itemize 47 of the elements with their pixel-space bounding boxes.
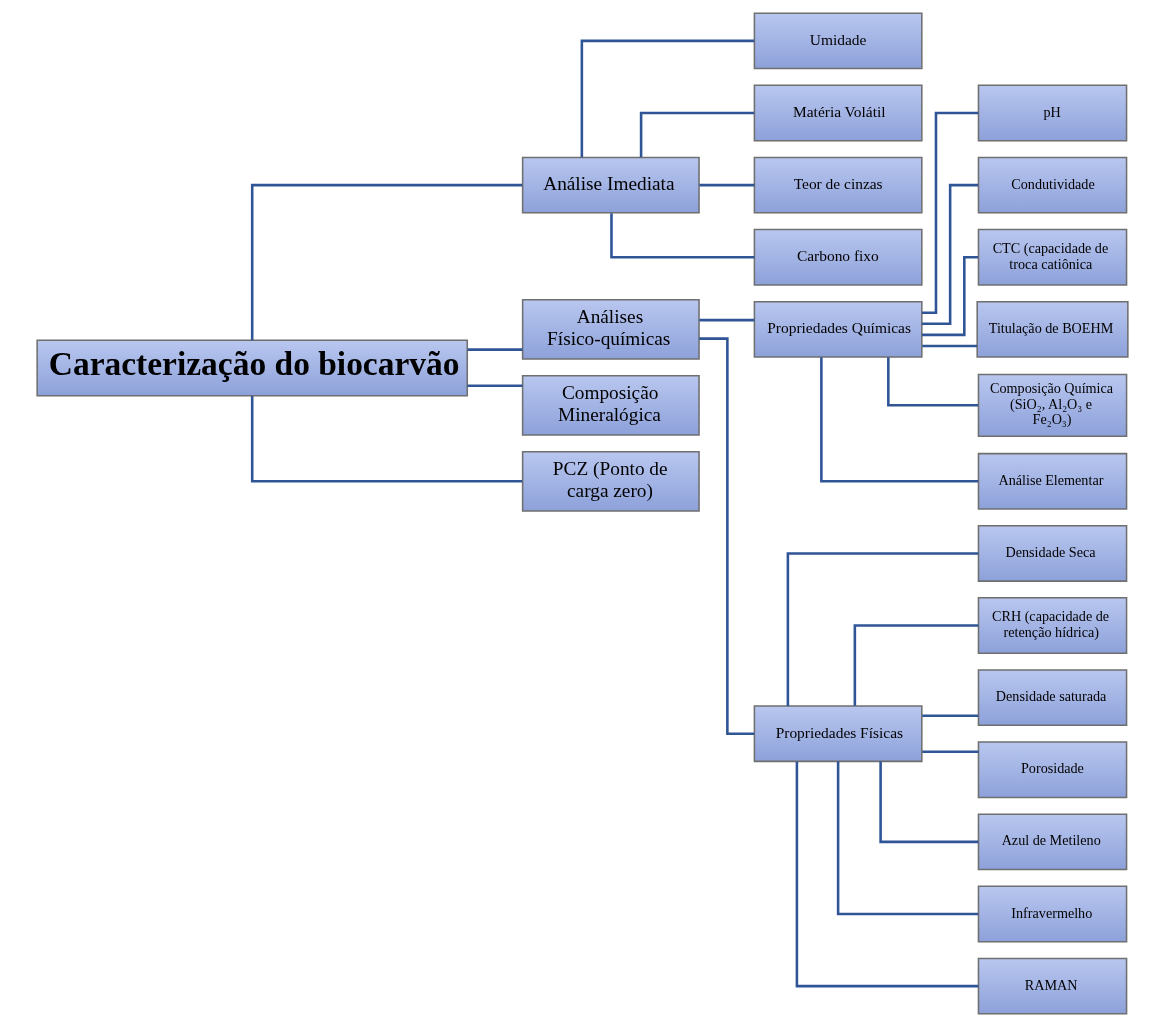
connector — [699, 337, 755, 735]
connector — [887, 357, 979, 407]
node-box: Densidade saturada — [977, 669, 1128, 727]
node-box: PCZ (Ponto de carga zero) — [521, 450, 700, 512]
node-box: pH — [977, 84, 1128, 142]
node-box: Análise Imediata — [521, 156, 700, 214]
node-box: CRH (capacidade de retenção hídrica) — [977, 597, 1128, 654]
node-box: Porosidade — [977, 741, 1128, 799]
node-box: Matéria Volátil — [753, 84, 923, 142]
connector — [699, 318, 755, 322]
node-box: Análise Elementar — [977, 452, 1128, 510]
connector — [879, 761, 979, 844]
connector — [853, 624, 979, 706]
connector — [921, 111, 979, 315]
connector — [820, 357, 979, 483]
connector — [922, 714, 979, 717]
connector — [922, 344, 977, 348]
node-box: Condutividade — [977, 156, 1128, 214]
node-box: Infravermelho — [977, 885, 1128, 943]
connector — [467, 384, 523, 387]
connector — [639, 111, 754, 158]
node-box: Teor de cinzas — [753, 156, 923, 214]
node-box: Propriedades Físicas — [753, 705, 923, 763]
node-box: Caracterização do biocarvão — [36, 339, 469, 397]
node-box: Propriedades Químicas — [753, 300, 923, 358]
connector — [250, 396, 523, 483]
connector — [250, 183, 523, 341]
connector — [922, 750, 979, 753]
connector — [467, 348, 523, 351]
connector — [580, 39, 755, 158]
node-box: Composição Química (SiO₂, Al₂O₃ e Fe₂O₃) — [977, 373, 1128, 437]
node-box: CTC (capacidade de troca catiônica — [977, 228, 1128, 286]
node-box: Umidade — [753, 12, 923, 70]
node-box: Densidade Seca — [977, 524, 1128, 582]
node-box: Azul de Metileno — [977, 813, 1128, 871]
node-box: Composição Mineralógica — [521, 374, 700, 436]
connector — [610, 213, 755, 259]
node-box: RAMAN — [977, 957, 1128, 1015]
connector — [786, 552, 979, 706]
connector — [836, 761, 979, 916]
node-box: Carbono fixo — [753, 228, 923, 286]
node-box: Análises Físico-químicas — [521, 298, 700, 360]
connector — [699, 183, 755, 187]
connector — [921, 183, 979, 326]
connector — [795, 761, 979, 988]
connector — [921, 255, 979, 337]
node-box: Titulação de BOEHM — [976, 300, 1129, 358]
